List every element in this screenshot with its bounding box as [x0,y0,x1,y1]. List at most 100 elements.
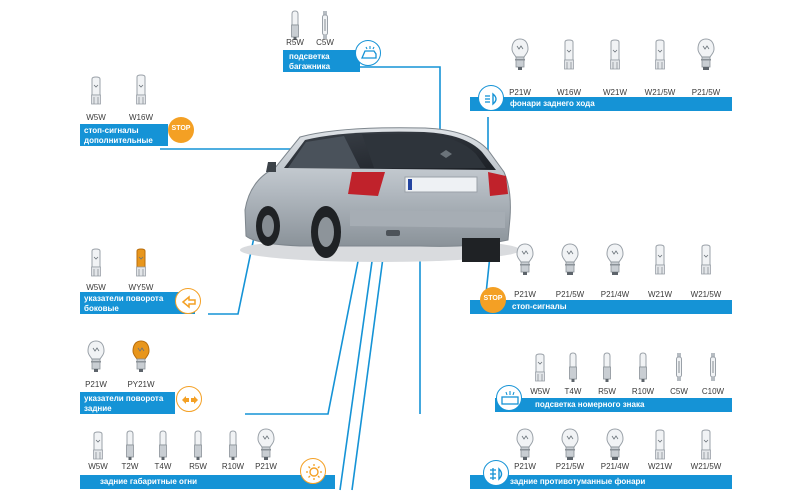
bulb-label: R5W [598,387,616,396]
bulb-label: P21/5W [555,290,585,299]
bulb-label: W21W [648,290,672,299]
bulb-label: PY21W [127,380,155,389]
group-title-bar [470,475,732,489]
bulb-label: R5W [189,462,207,471]
group-title: подсветка номерного знака [535,400,645,409]
bulb-p21-4w-icon [605,243,625,282]
group-title-bar [283,50,360,72]
bulb-r10w-icon [633,350,653,389]
group-title: задние габаритные огни [100,477,198,486]
bulb-t4w-icon [563,350,583,389]
bulb-label: R10W [221,462,245,471]
group-title: багажника [289,62,331,71]
bulb-w16w-icon [559,38,579,77]
bulb-c5w-icon [669,350,689,389]
bulb-label: R10W [631,387,655,396]
bulb-c5w-icon [315,8,335,47]
bulb-label: W5W [88,462,108,471]
bulb-label: W21/5W [690,462,722,471]
bulb-w5w-icon [86,73,106,112]
stop-icon: STOP [480,287,506,313]
trunk-light-icon [355,40,381,66]
line-trunk [360,66,441,148]
bulb-p21w-icon [515,243,535,282]
group-title: указатели поворота [84,294,164,303]
bulb-label: T4W [154,462,172,471]
group-title: боковые [84,304,119,313]
bulb-label: W21W [603,88,627,97]
bulb-w21-5w-icon [650,38,670,77]
bulb-label: P21/5W [691,88,721,97]
bulb-p21w-icon [515,428,535,467]
bulb-p21-5w-icon [696,38,716,77]
bulb-r10w-icon [223,428,243,467]
bulb-label: P21W [255,462,277,471]
bulb-r5w-icon [597,350,617,389]
bulb-label: W16W [129,113,153,122]
group-title: стоп-сигналы [84,126,139,135]
bulb-label: P21W [514,462,536,471]
bulb-w21-5w-icon [696,428,716,467]
parking-light-icon [300,458,326,484]
hazard-icon [176,386,202,412]
bulb-label: C10W [701,387,725,396]
group-title: указатели поворота [84,394,164,403]
bulb-label: W5W [86,283,106,292]
group-title: задние [84,404,112,413]
bulb-label: P21W [509,88,531,97]
group-title-bar [495,398,732,412]
bulb-r5w-icon [285,8,305,47]
group-title-bar [80,292,195,314]
bulb-label: W21W [648,462,672,471]
bulb-label: T4W [564,387,582,396]
bulb-w5w-icon [88,428,108,467]
group-title-bar [80,392,175,414]
bulb-label: P21/4W [600,290,630,299]
bulb-p21-4w-icon [605,428,625,467]
bulb-t4w-icon [153,428,173,467]
bulb-label: WY5W [128,283,154,292]
group-title-bar [80,124,168,146]
group-title-bar [80,475,335,489]
bulb-w5w-icon [530,350,550,389]
bulb-c10w-icon [703,350,723,389]
bulb-label: W5W [530,387,550,396]
group-title: задние противотуманные фонари [510,477,646,486]
turn-signal-icon [175,288,201,314]
group-title: дополнительные [84,136,153,145]
bulb-w21-5w-icon [696,243,716,282]
stop-icon: STOP [168,117,194,143]
bulb-r5w-icon [188,428,208,467]
license-plate-light-icon [496,385,522,411]
bulb-label: W21/5W [644,88,676,97]
bulb-label: C5W [670,387,688,396]
bulb-w21w-icon [650,428,670,467]
bulb-wy5w-icon [131,245,151,284]
bulb-label: T2W [121,462,139,471]
group-title-bar [470,300,732,314]
bulb-p21w-icon [510,38,530,77]
bulb-label: P21W [514,290,536,299]
bulb-p21w-icon [86,340,106,379]
bulb-label: P21/4W [600,462,630,471]
bulb-w5w-icon [86,245,106,284]
bulb-py21w-icon [131,340,151,379]
bulb-label: R5W [286,38,304,47]
bulb-w21w-icon [605,38,625,77]
bulb-label: P21W [85,380,107,389]
reverse-light-icon [478,85,504,111]
bulb-t2w-icon [120,428,140,467]
bulb-label: C5W [316,38,334,47]
bulb-label: P21/5W [555,462,585,471]
bulb-w16w-icon [131,73,151,112]
bulb-label: W5W [86,113,106,122]
fog-light-icon [483,460,509,486]
bulb-w21w-icon [650,243,670,282]
group-title: подсветка [289,52,330,61]
group-title: стоп-сигналы [512,302,567,311]
bulb-p21w-icon [256,428,276,467]
group-title-bar [470,97,732,111]
bulb-p21-5w-icon [560,428,580,467]
